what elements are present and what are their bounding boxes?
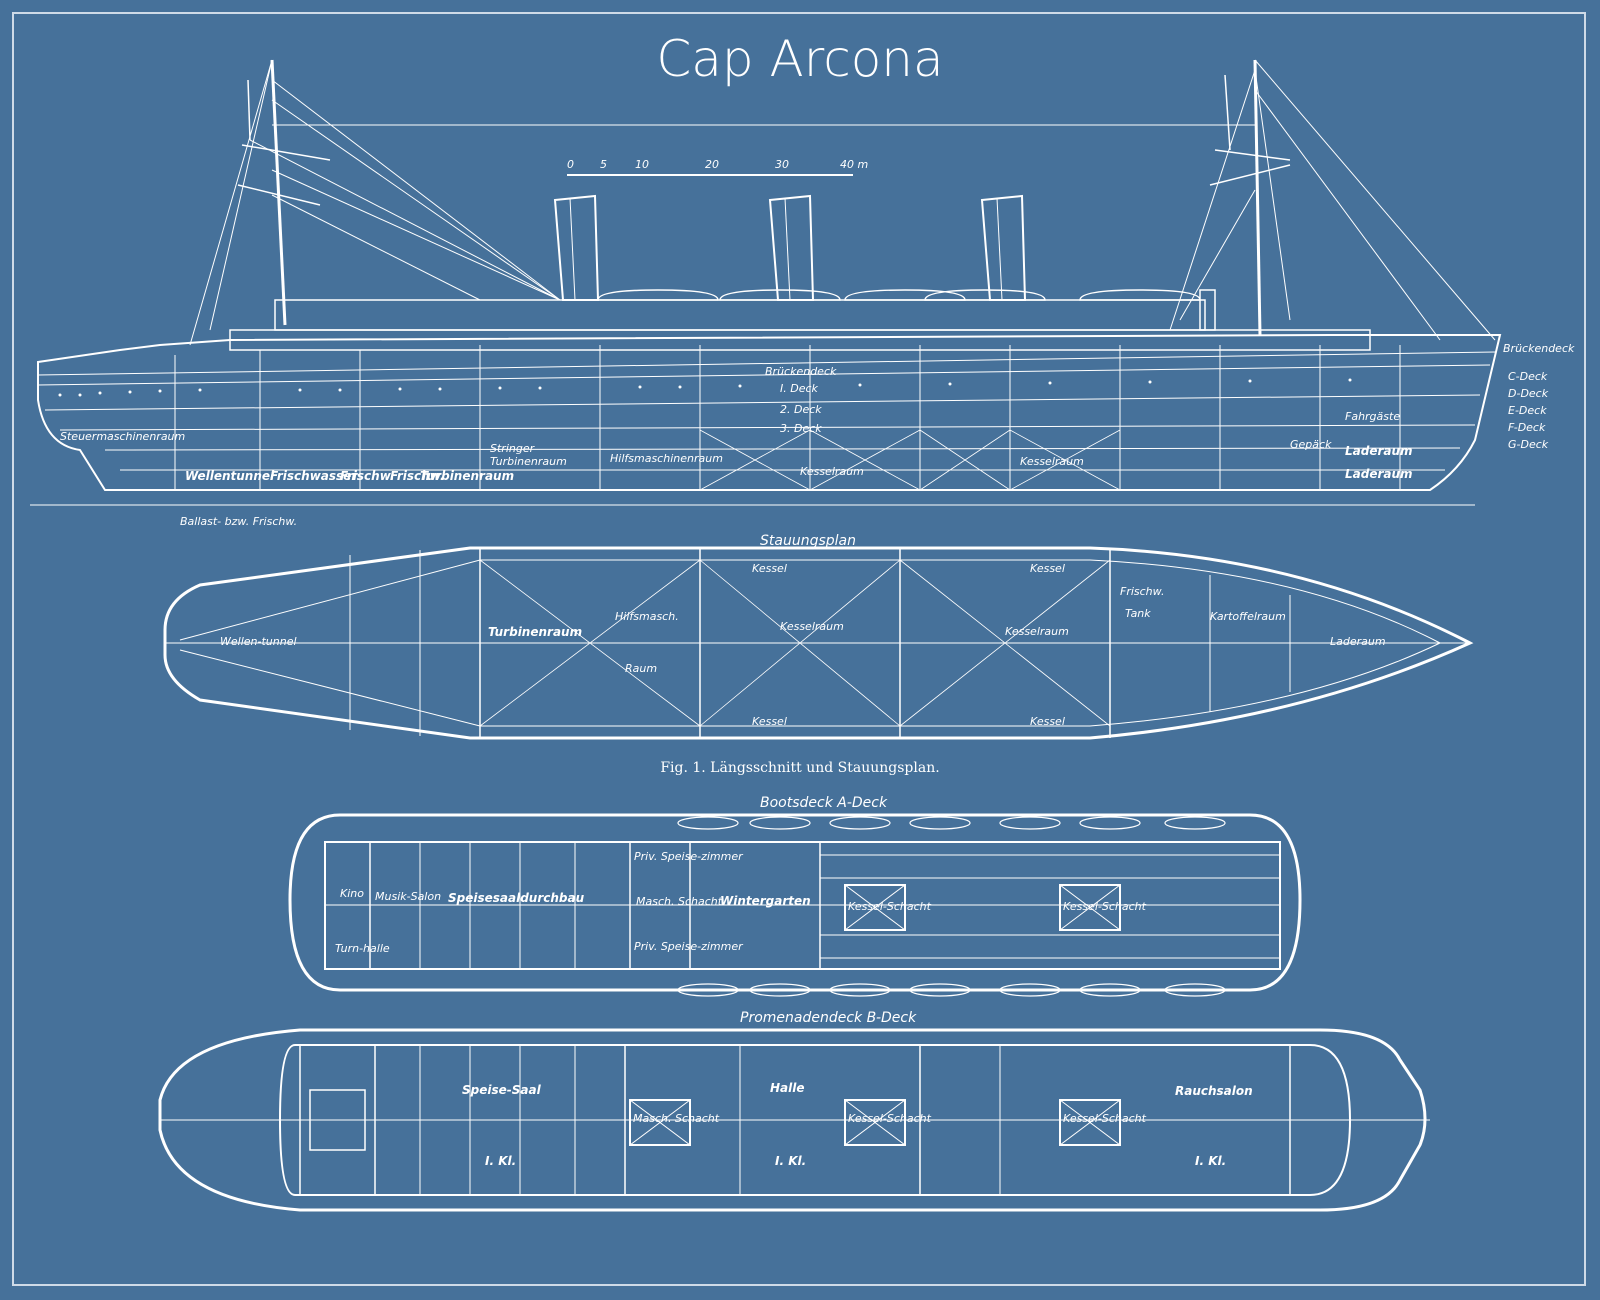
- promenade-boiler-shaft-2: Kessel-Schacht: [1063, 1112, 1147, 1125]
- promenade-class-label-3: I. Kl.: [1195, 1154, 1226, 1168]
- label-boiler-room-1: Kesselraum: [800, 465, 864, 478]
- scale-tick: 30: [775, 158, 789, 171]
- deck-key-item: G-Deck: [1508, 438, 1549, 451]
- stowage-shaft-tunnel: Wellen-tunnel: [220, 635, 297, 648]
- stowage-aux-machinery: Hilfsmasch.: [615, 610, 679, 623]
- stowage-kessel: Kessel: [1030, 715, 1065, 728]
- promenade-hall: Halle: [770, 1081, 805, 1095]
- label-deck-1: I. Deck: [780, 382, 819, 395]
- scale-tick: 10: [635, 158, 649, 171]
- stowage-raum: Raum: [625, 662, 657, 675]
- deck-key-item: F-Deck: [1508, 421, 1546, 434]
- stowage-turbine-room: Turbinenraum: [488, 625, 582, 639]
- boat-deck-music-salon: Musik-Salon: [375, 890, 441, 903]
- portholes: [58, 378, 1352, 397]
- boat-deck-boiler-shaft-1: Kessel-Schacht: [848, 900, 932, 913]
- boat-deck-engine-shaft: Masch. Schacht: [636, 895, 723, 908]
- boat-deck-private-dining-1: Priv. Speise-zimmer: [634, 850, 744, 863]
- stowage-tank: Tank: [1125, 607, 1151, 620]
- stowage-kessel: Kessel: [752, 715, 787, 728]
- label-cargo-hold-1: Laderaum: [1345, 444, 1413, 458]
- boat-deck-private-dining-2: Priv. Speise-zimmer: [634, 940, 744, 953]
- label-fresh-water: Frischwasser: [270, 469, 358, 483]
- stowage-boiler-room-2: Kesselraum: [1005, 625, 1069, 638]
- promenade-engine-shaft: Masch. Schacht: [633, 1112, 720, 1125]
- blueprint-frame: [12, 12, 1586, 1286]
- boat-deck-dining-well: Speisesaaldurchbau: [448, 891, 585, 905]
- label-fresh-water-2: Frischw.: [340, 469, 395, 483]
- rigging: [189, 59, 1496, 346]
- label-cargo-hold-2: Laderaum: [1345, 467, 1413, 481]
- deck-key-item: E-Deck: [1508, 404, 1547, 417]
- deck-key-item: Brückendeck: [1503, 342, 1575, 355]
- hull-profile: [37, 334, 1502, 491]
- funnels: [553, 194, 1027, 301]
- promenade-class-label-1: I. Kl.: [485, 1154, 516, 1168]
- boat-deck-gym: Turn-halle: [335, 942, 390, 955]
- promenade-deck-title: Promenadendeck B-Deck: [740, 1010, 917, 1026]
- label-aux-machinery: Hilfsmaschinenraum: [610, 452, 723, 465]
- stowage-fresh-water: Frischw.: [1120, 585, 1164, 598]
- figure-caption: Fig. 1. Längsschnitt und Stauungsplan.: [660, 760, 939, 776]
- label-shaft-tunnel: Wellentunnel: [185, 469, 275, 483]
- scale-tick: 40 m: [840, 158, 868, 171]
- stowage-kessel: Kessel: [752, 562, 787, 575]
- label-steering-room: Steuermaschinenraum: [60, 430, 185, 443]
- stowage-cargo-hold: Laderaum: [1330, 635, 1386, 648]
- label-boiler-room-2: Kesselraum: [1020, 455, 1084, 468]
- label-passengers: Fahrgäste: [1345, 410, 1400, 423]
- promenade-boiler-shaft-1: Kessel-Schacht: [848, 1112, 932, 1125]
- stowage-plan-title: Stauungsplan: [760, 533, 856, 549]
- boat-deck-cinema: Kino: [340, 887, 364, 900]
- promenade-deck-plan: Promenadendeck B-Deck Speise-Saal Masch.…: [158, 1010, 1430, 1212]
- side-profile: 0 5 10 20 30 40 m: [30, 59, 1575, 528]
- stowage-kessel: Kessel: [1030, 562, 1065, 575]
- stowage-potato-room: Kartoffelraum: [1210, 610, 1286, 623]
- page-title: Cap Arcona: [656, 30, 944, 88]
- stowage-boiler-room-1: Kesselraum: [780, 620, 844, 633]
- boat-deck-boiler-shaft-2: Kessel-Schacht: [1063, 900, 1147, 913]
- promenade-smoking-room: Rauchsalon: [1175, 1084, 1253, 1098]
- scale-tick: 0: [567, 158, 574, 171]
- promenade-dining-hall: Speise-Saal: [462, 1083, 542, 1097]
- label-fresh-water-3: Frischw.: [390, 469, 445, 483]
- stowage-plan: Stauungsplan Wellen-tunnel Turbinenraum …: [163, 533, 1474, 740]
- label-stringer: Stringer: [490, 442, 536, 455]
- scale-tick: 20: [705, 158, 719, 171]
- scale-bar: 0 5 10 20 30 40 m: [567, 158, 868, 176]
- deck-key-item: C-Deck: [1508, 370, 1548, 383]
- scale-tick: 5: [600, 158, 607, 171]
- label-turbine-room: Turbinenraum: [420, 469, 514, 483]
- deck-key-item: D-Deck: [1508, 387, 1549, 400]
- boat-deck-winter-garden: Wintergarten: [720, 894, 811, 908]
- label-deck-2: 2. Deck: [780, 403, 822, 416]
- promenade-class-label-2: I. Kl.: [775, 1154, 806, 1168]
- label-bridge-deck: Brückendeck: [765, 365, 837, 378]
- label-deck-3: 3. Deck: [780, 422, 822, 435]
- label-turbine-room-2: Turbinenraum: [490, 455, 567, 468]
- boat-deck-title: Bootsdeck A-Deck: [760, 795, 888, 811]
- label-ballast: Ballast- bzw. Frischw.: [180, 515, 297, 528]
- boat-deck-plan: Bootsdeck A-Deck: [288, 795, 1302, 997]
- label-baggage: Gepäck: [1290, 438, 1332, 451]
